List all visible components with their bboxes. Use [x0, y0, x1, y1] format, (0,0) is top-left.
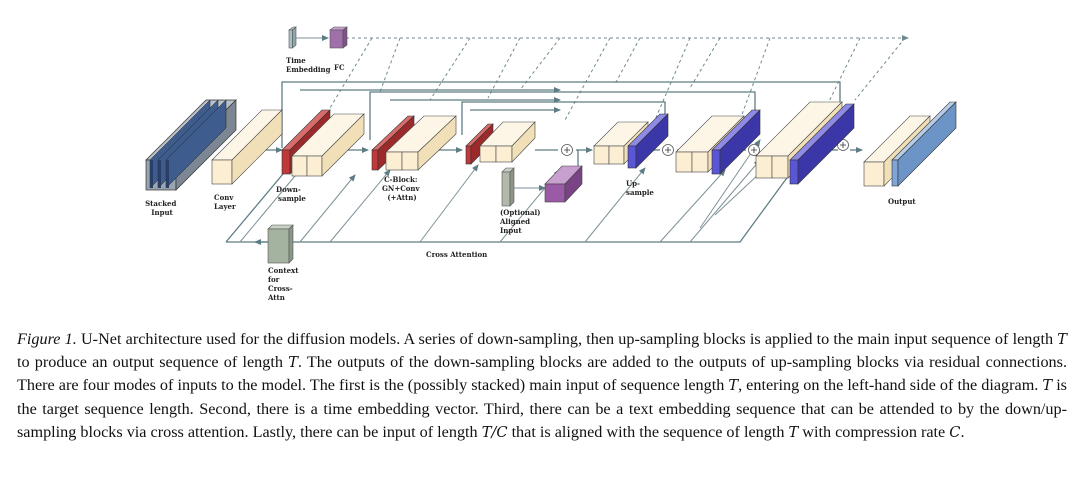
caption-segment: is the target sequence length. Second, t…	[17, 376, 1067, 441]
label-aligned-input: (Optional) Aligned Input	[499, 208, 543, 235]
caption-segment: . The outputs of the down-sampling block…	[17, 353, 1067, 395]
caption-segment: .	[960, 422, 965, 441]
unet-figure: Time Embedding FC Stacked Input Conv Lay…	[145, 26, 957, 302]
sum-node-3	[748, 144, 760, 156]
caption-segment: U-Net architecture used for the diffusio…	[76, 330, 1058, 348]
output-block	[891, 101, 957, 187]
caption-math: T	[1057, 331, 1067, 348]
fc-block	[329, 26, 348, 49]
caption-math: T	[1042, 377, 1053, 395]
caption-segment: with compression rate	[798, 422, 950, 441]
c-block-group-2	[385, 115, 457, 171]
label-conv-layer: Conv Layer	[214, 193, 236, 211]
c-block-group-4	[593, 121, 649, 165]
aligned-input-block	[544, 165, 583, 203]
label-fc: FC	[334, 63, 345, 72]
caption-math: T	[288, 354, 298, 372]
sum-node-4	[837, 139, 849, 151]
caption-math: C	[949, 423, 961, 441]
upsample-block-2	[711, 109, 761, 175]
upsample-block-3	[789, 103, 855, 185]
sum-node-1	[561, 144, 573, 156]
conv-layer-block	[211, 109, 283, 185]
label-up-sample: Up- sample	[626, 179, 654, 197]
caption-segment: to produce an output sequence of length	[17, 353, 289, 372]
upsample-block-1	[627, 113, 669, 169]
c-block-group-3	[479, 121, 536, 163]
label-time-embedding: Time Embedding	[286, 56, 331, 74]
context-vector	[267, 224, 294, 264]
c-block-group-1	[291, 113, 365, 177]
time-embedding-lines	[300, 35, 909, 121]
stacked-input	[145, 99, 237, 191]
caption-segment: , entering on the left-hand side of the …	[738, 376, 1043, 395]
caption-text: U-Net architecture used for the diffusio…	[17, 330, 1067, 441]
unet-diagram: Time Embedding FC Stacked Input Conv Lay…	[145, 26, 957, 302]
label-c-block: C-Block: GN+Conv (+Attn)	[382, 175, 422, 202]
caption-label: Figure 1.	[17, 330, 77, 348]
aligned-input-vector	[501, 167, 515, 207]
figure-caption: Figure 1. U-Net architecture used for th…	[17, 328, 1067, 444]
label-down-sample: Down- sample	[276, 185, 306, 203]
caption-math: T/C	[481, 423, 508, 441]
caption-segment: that is aligned with the sequence of len…	[507, 422, 789, 441]
label-context: Context for Cross- Attn	[267, 266, 301, 302]
sum-node-2	[662, 144, 674, 156]
label-stacked-input: Stacked Input	[145, 199, 179, 217]
cross-attention-lines	[225, 139, 801, 245]
time-embedding-vector	[288, 26, 297, 49]
label-cross-attention: Cross Attention	[426, 250, 487, 259]
caption-math: T	[788, 423, 799, 441]
caption-math: T	[728, 377, 739, 395]
label-output: Output	[888, 197, 916, 206]
